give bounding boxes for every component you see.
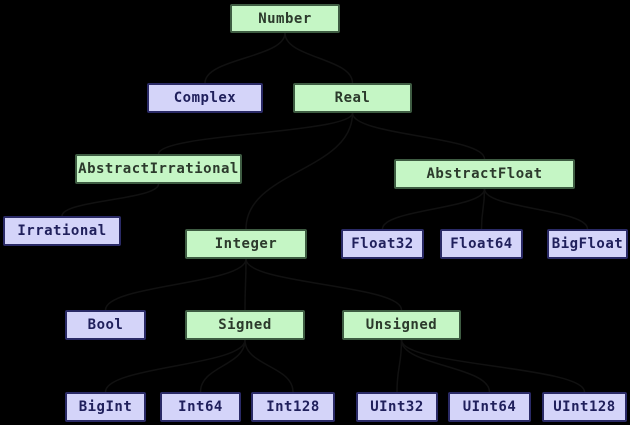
node-uint128: UInt128 (542, 392, 627, 422)
edge-number-complex (204, 32, 286, 84)
node-bigint: BigInt (65, 392, 146, 422)
edge-signed-int128 (244, 339, 294, 393)
edge-integer-unsigned (245, 258, 403, 311)
node-int128: Int128 (251, 392, 335, 422)
node-complex: Complex (147, 83, 263, 113)
node-real: Real (293, 83, 412, 113)
node-bool: Bool (65, 310, 146, 340)
edge-real-abstractfloat (351, 112, 486, 160)
node-unsigned: Unsigned (342, 310, 461, 340)
edge-abstractfloat-bigfloat (483, 188, 589, 230)
node-uint32: UInt32 (356, 392, 438, 422)
edge-number-real (284, 32, 354, 84)
node-integer: Integer (185, 229, 307, 259)
node-bigfloat: BigFloat (547, 229, 628, 259)
node-int64: Int64 (160, 392, 241, 422)
edge-integer-signed (244, 258, 247, 311)
edge-integer-bool (104, 258, 247, 311)
edge-unsigned-uint128 (400, 339, 586, 393)
node-float64: Float64 (440, 229, 523, 259)
edge-real-abstractirrational (157, 112, 354, 155)
edge-abstractirrational-irrational (61, 183, 160, 217)
node-number: Number (230, 4, 340, 33)
edge-unsigned-uint64 (400, 339, 491, 393)
edge-abstractfloat-float64 (480, 188, 486, 230)
node-irrational: Irrational (3, 216, 121, 246)
edge-real-integer (245, 112, 354, 230)
edge-unsigned-uint32 (396, 339, 403, 393)
node-uint64: UInt64 (448, 392, 531, 422)
node-signed: Signed (185, 310, 305, 340)
node-abstractfloat: AbstractFloat (394, 159, 575, 189)
edge-signed-int64 (199, 339, 246, 393)
edge-abstractfloat-float32 (381, 188, 486, 230)
edge-signed-bigint (104, 339, 246, 393)
node-abstractirrational: AbstractIrrational (75, 154, 242, 184)
node-float32: Float32 (341, 229, 424, 259)
